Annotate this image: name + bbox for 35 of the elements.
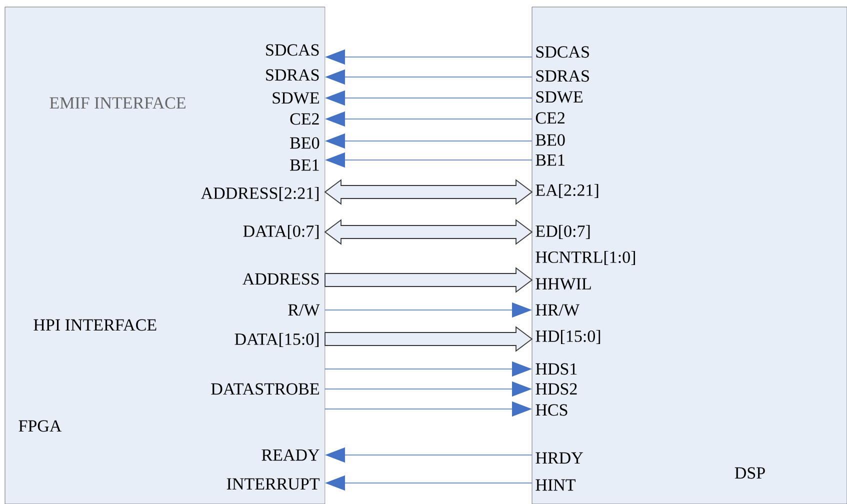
pin-label: HD[15:0]	[536, 330, 600, 344]
pin-label: HCS	[536, 404, 568, 416]
bus-arrow	[324, 326, 533, 352]
pin-label: ED[0:7]	[536, 224, 590, 240]
pin-label: HDS1	[536, 363, 577, 375]
pin-label: BE0	[536, 134, 565, 146]
pin-label: R/W	[288, 304, 320, 316]
pin-label: SDWE	[536, 91, 583, 103]
pin-label: READY	[262, 449, 320, 461]
pin-label: HINT	[536, 479, 576, 491]
pin-label: BE1	[536, 154, 564, 166]
pin-label: ADDRESS[2:21]	[200, 186, 319, 202]
pin-label: INTERRUPT	[226, 478, 320, 490]
pin-label: SDRAS	[536, 70, 589, 82]
pin-label: HDS2	[536, 383, 577, 395]
pin-label: SDCAS	[266, 44, 319, 56]
pin-label: SDWE	[272, 92, 319, 104]
section-label: HPI INTERFACE	[34, 319, 156, 331]
pin-label: HRDY	[536, 452, 583, 464]
pin-label: HHWIL	[536, 278, 591, 290]
pin-label: SDRAS	[266, 69, 319, 81]
pin-label: CE2	[536, 112, 564, 124]
pin-label: HR/W	[536, 304, 580, 316]
pin-label: CE2	[290, 113, 319, 125]
section-label: EMIF INTERFACE	[50, 97, 186, 109]
pin-label: SDCAS	[536, 46, 589, 58]
pin-label: DATA[15:0]	[234, 332, 319, 348]
pin-label: BE1	[290, 159, 319, 171]
bus-arrow	[324, 267, 533, 293]
pin-label: EA[2:21]	[536, 184, 598, 198]
pin-label: HCNTRL[1:0]	[536, 250, 635, 266]
pin-label: DATASTROBE	[211, 383, 319, 395]
pin-label: DATA[0:7]	[243, 224, 319, 240]
pin-label: ADDRESS	[242, 273, 319, 285]
pin-label: BE0	[290, 137, 320, 149]
